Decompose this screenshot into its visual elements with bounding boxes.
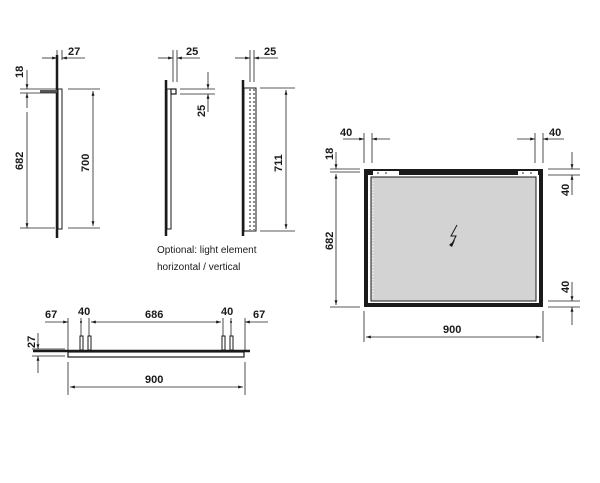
electric-bolt-icon bbox=[449, 224, 458, 247]
dim-left-offset: 67 bbox=[45, 309, 57, 321]
dim-offset-light: 25 bbox=[196, 105, 208, 117]
dim-height-inner: 682 bbox=[14, 152, 26, 170]
dim-center-span: 686 bbox=[145, 309, 163, 321]
optional-note: Optional: light element horizontal / ver… bbox=[157, 245, 257, 273]
front-view: 40 40 18 682 40 40 900 bbox=[324, 127, 580, 342]
dim-right-bottom: 40 bbox=[560, 281, 572, 293]
dim-height-light: 711 bbox=[273, 154, 285, 172]
note-line-1: Optional: light element bbox=[157, 245, 257, 256]
side-view: 27 18 682 700 bbox=[14, 46, 100, 238]
dim-width: 900 bbox=[145, 374, 163, 386]
dim-depth: 27 bbox=[26, 336, 38, 348]
dim-top-offset: 18 bbox=[324, 148, 336, 160]
dim-left-spacing: 40 bbox=[78, 306, 90, 318]
dim-depth-top: 27 bbox=[68, 46, 80, 58]
dim-height: 682 bbox=[324, 232, 336, 250]
dim-depth-top-3: 25 bbox=[264, 46, 276, 58]
dim-right-spacing: 40 bbox=[221, 306, 233, 318]
dim-right-inset: 40 bbox=[549, 127, 561, 139]
mirror-surface bbox=[370, 176, 537, 302]
dim-height-total: 700 bbox=[80, 154, 92, 172]
dim-left-inset: 40 bbox=[340, 127, 352, 139]
note-line-2: horizontal / vertical bbox=[157, 262, 240, 273]
top-view: 67 40 686 40 67 27 900 bbox=[26, 306, 268, 395]
side-view-light-vertical: 25 711 bbox=[235, 46, 295, 236]
dim-depth-top-2: 25 bbox=[186, 46, 198, 58]
dim-right-offset: 67 bbox=[253, 309, 265, 321]
dim-offset-top: 18 bbox=[14, 66, 26, 78]
dim-right-top: 40 bbox=[560, 184, 572, 196]
dim-width-front: 900 bbox=[443, 324, 461, 336]
side-view-light-horizontal: 25 25 bbox=[158, 46, 215, 236]
